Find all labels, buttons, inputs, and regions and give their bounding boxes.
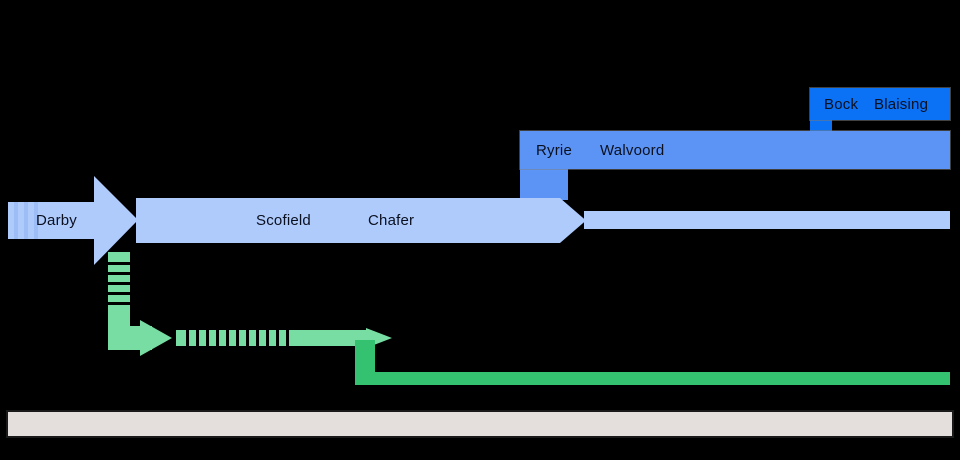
green-branch-dash (108, 262, 130, 265)
green-branch-dash (108, 302, 130, 305)
green-branch-stem (108, 252, 130, 350)
ryrie-walvoord-bar[interactable] (520, 131, 950, 169)
green-branch-dash (108, 292, 130, 295)
bottom-bar[interactable] (6, 410, 954, 438)
green-branch-tick (216, 330, 219, 346)
darby-stripe (14, 202, 18, 239)
green-branch-bar[interactable] (176, 330, 366, 346)
label-ryrie: Ryrie (536, 142, 573, 159)
green-branch-tick (286, 330, 289, 346)
green-branch-tick (266, 330, 269, 346)
label-walvoord: Walvoord (600, 142, 665, 159)
scofield-chafer-arrow[interactable] (136, 198, 586, 243)
dark-green-branch-line (355, 372, 950, 385)
label-scofield: Scofield (256, 212, 311, 229)
darby-stripe (24, 202, 28, 239)
green-branch-tick (256, 330, 259, 346)
arrow-right-icon (140, 320, 172, 356)
green-branch-dash (108, 272, 130, 275)
bock-blaising-bar[interactable] (810, 88, 950, 120)
green-branch-tick (226, 330, 229, 346)
green-branch-tick (246, 330, 249, 346)
ryrie-walvoord-stem (520, 169, 568, 200)
green-branch-tick (276, 330, 279, 346)
green-branch-tick (196, 330, 199, 346)
green-branch-tick (236, 330, 239, 346)
green-branch-dash (108, 282, 130, 285)
scofield-chafer-tail (584, 211, 950, 229)
darby-stripe (34, 202, 38, 239)
label-chafer: Chafer (368, 212, 415, 229)
label-blaising: Blaising (874, 96, 929, 113)
label-bock: Bock (824, 96, 859, 113)
label-darby: Darby (36, 212, 78, 229)
green-branch-tick (206, 330, 209, 346)
green-branch-tick (186, 330, 189, 346)
